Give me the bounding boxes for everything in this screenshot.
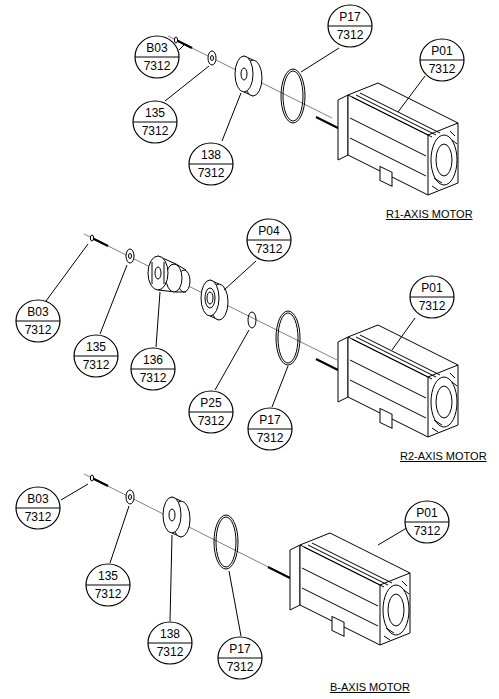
o-ring bbox=[214, 515, 238, 569]
callout-balloon: P17 7312 bbox=[247, 407, 293, 451]
o-ring bbox=[276, 311, 300, 365]
drawing-number: 7312 bbox=[134, 59, 180, 73]
drawing-number: 7312 bbox=[404, 524, 450, 538]
callout-balloon: 135 7312 bbox=[73, 334, 119, 378]
drawing-number: 7312 bbox=[188, 166, 234, 180]
center-line bbox=[84, 234, 337, 360]
callout-balloon: P01 7312 bbox=[419, 38, 465, 82]
drawing-number: 7312 bbox=[419, 62, 465, 76]
part-number: 135 bbox=[85, 569, 131, 583]
drawing-number: 7312 bbox=[130, 371, 176, 385]
motor bbox=[316, 83, 458, 195]
callout-balloon: B03 7312 bbox=[15, 486, 61, 530]
part-number: 135 bbox=[73, 340, 119, 354]
part-number: B03 bbox=[15, 492, 61, 506]
callout-balloon: 135 7312 bbox=[85, 563, 131, 607]
part-number: P01 bbox=[409, 281, 455, 295]
part-number: B03 bbox=[134, 41, 180, 55]
part-number: P01 bbox=[419, 44, 465, 58]
drawing-number: 7312 bbox=[188, 414, 234, 428]
part-number: P17 bbox=[247, 413, 293, 427]
flange bbox=[235, 56, 262, 96]
view-caption: R1-AXIS MOTOR bbox=[386, 208, 473, 221]
part-number: 135 bbox=[132, 106, 178, 120]
part-number: 136 bbox=[130, 353, 176, 367]
part-number: B03 bbox=[15, 305, 61, 319]
callout-balloon: 136 7312 bbox=[130, 347, 176, 391]
screw bbox=[90, 235, 108, 246]
drawing-number: 7312 bbox=[247, 431, 293, 445]
callout-balloon: P01 7312 bbox=[409, 275, 455, 319]
washer bbox=[208, 51, 216, 65]
drawing-number: 7312 bbox=[217, 660, 263, 674]
callout-balloon: B03 7312 bbox=[134, 35, 180, 79]
part-number: P17 bbox=[217, 642, 263, 656]
part-number: P04 bbox=[246, 224, 292, 238]
washer bbox=[126, 249, 134, 263]
callout-balloon: P17 7312 bbox=[217, 636, 263, 680]
drawing-number: 7312 bbox=[327, 28, 373, 42]
callout-balloon: P17 7312 bbox=[327, 4, 373, 48]
drawing-number: 7312 bbox=[132, 124, 178, 138]
leader-line bbox=[46, 244, 415, 407]
part-number: P17 bbox=[327, 10, 373, 24]
leader-line bbox=[165, 44, 425, 141]
drawing-number: 7312 bbox=[73, 358, 119, 372]
part-number: 138 bbox=[188, 148, 234, 162]
motor bbox=[268, 533, 410, 645]
callout-balloon: 138 7312 bbox=[188, 142, 234, 186]
part-number: P25 bbox=[188, 396, 234, 410]
drawing-number: 7312 bbox=[85, 587, 131, 601]
screw bbox=[90, 475, 108, 486]
callout-balloon: P01 7312 bbox=[404, 500, 450, 544]
drawing-number: 7312 bbox=[246, 242, 292, 256]
view-caption: R2-AXIS MOTOR bbox=[400, 450, 487, 463]
o-ring bbox=[281, 69, 305, 123]
flange bbox=[163, 497, 190, 537]
callout-balloon: 135 7312 bbox=[132, 100, 178, 144]
part-number: P01 bbox=[404, 506, 450, 520]
drawing-number: 7312 bbox=[15, 510, 61, 524]
center-line bbox=[168, 36, 332, 118]
callout-balloon: P04 7312 bbox=[246, 218, 292, 262]
small-o-ring bbox=[248, 312, 256, 328]
view-caption: B-AXIS MOTOR bbox=[330, 681, 410, 694]
center-line bbox=[84, 474, 290, 578]
motor bbox=[316, 325, 458, 437]
leader-line bbox=[61, 484, 410, 636]
callout-balloon: B03 7312 bbox=[15, 299, 61, 343]
washer bbox=[126, 490, 134, 504]
callout-balloon: 138 7312 bbox=[147, 621, 193, 665]
bearing bbox=[201, 280, 228, 320]
drawing-number: 7312 bbox=[409, 299, 455, 313]
callout-balloon: P25 7312 bbox=[188, 390, 234, 434]
drawing-number: 7312 bbox=[15, 323, 61, 337]
drawing-number: 7312 bbox=[147, 645, 193, 659]
part-number: 138 bbox=[147, 627, 193, 641]
adapter bbox=[148, 256, 190, 292]
